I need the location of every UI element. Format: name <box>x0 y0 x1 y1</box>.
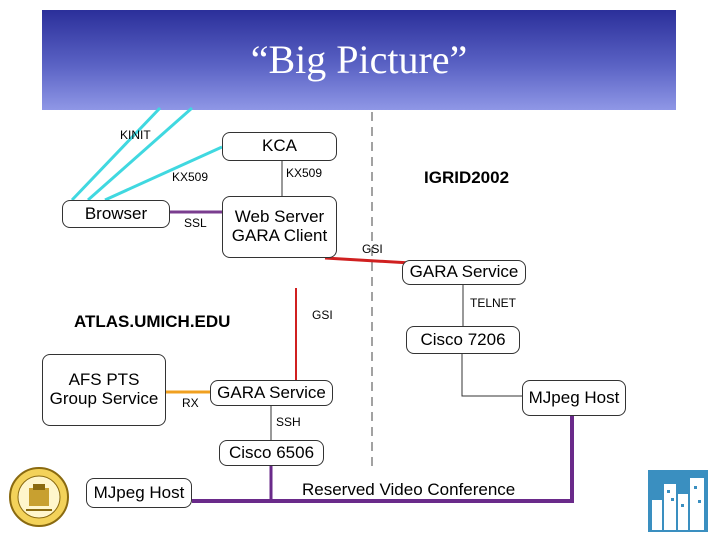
mjpeg-host-left-box: MJpeg Host <box>86 478 192 508</box>
university-seal-icon <box>9 467 69 527</box>
igrid-label: IGRID2002 <box>424 168 510 187</box>
telnet-label: TELNET <box>470 296 517 310</box>
kx509-left-label: KX509 <box>172 170 209 184</box>
title-banner: “Big Picture” <box>42 10 676 110</box>
ssh-label: SSH <box>276 415 301 429</box>
kca-box: KCA <box>222 132 337 161</box>
web-server-box: Web Server GARA Client <box>222 196 337 258</box>
cisco7206-mjpeg-link <box>461 354 522 397</box>
kinit-label: KINIT <box>120 128 151 142</box>
kinit-link-2 <box>70 106 162 202</box>
browser-kca-link <box>104 145 223 202</box>
mjpeg-host-right-box: MJpeg Host <box>522 380 626 416</box>
cisco-6506-box: Cisco 6506 <box>219 440 324 466</box>
atlas-label: ATLAS.UMICH.EDU <box>74 312 231 331</box>
ssl-label: SSL <box>184 216 207 230</box>
gara-service-top-box: GARA Service <box>402 260 526 285</box>
page-title: “Big Picture” <box>250 37 468 82</box>
browser-box: Browser <box>62 200 170 228</box>
cisco-7206-box: Cisco 7206 <box>406 326 520 354</box>
gsi-top-label: GSI <box>362 242 383 256</box>
kx509-right-label: KX509 <box>286 166 323 180</box>
city-skyline-icon <box>648 470 708 532</box>
video-conference-link <box>192 416 574 503</box>
afs-pts-box: AFS PTS Group Service <box>42 354 166 426</box>
gsi-mid-label: GSI <box>312 308 333 322</box>
gara-service-bottom-box: GARA Service <box>210 380 333 406</box>
reserved-video-conference-label: Reserved Video Conference <box>302 480 516 499</box>
rx-label: RX <box>182 396 199 410</box>
kinit-link <box>87 106 193 202</box>
